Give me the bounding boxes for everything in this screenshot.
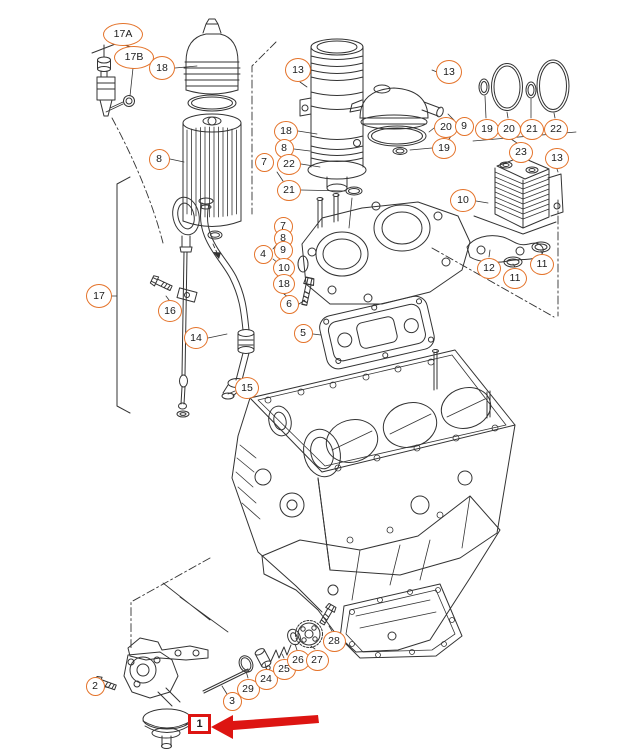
callout-17B[interactable]: 17B: [114, 45, 154, 69]
callout-26[interactable]: 26: [286, 649, 310, 671]
callout-23[interactable]: 23: [509, 141, 533, 163]
oil-filter-sketch: [182, 18, 242, 259]
callout-13[interactable]: 13: [436, 60, 462, 84]
callout-10[interactable]: 10: [450, 188, 476, 212]
callout-11[interactable]: 11: [530, 253, 554, 275]
gasket-sketch: [319, 295, 435, 370]
callout-12[interactable]: 12: [477, 257, 501, 279]
callout-18[interactable]: 18: [149, 56, 175, 80]
callout-19[interactable]: 19: [475, 118, 499, 140]
dome-housing-sketch: [349, 84, 444, 155]
dipstick-sketch: [116, 176, 200, 418]
oil-cooler-sketch: [466, 156, 564, 268]
engine-block-sketch: [231, 349, 516, 613]
callout-6[interactable]: 6: [279, 294, 299, 314]
filter-housing-sketch: [299, 38, 367, 229]
callout-27[interactable]: 27: [305, 649, 329, 671]
callout-19[interactable]: 19: [432, 137, 456, 159]
callout-22[interactable]: 22: [544, 118, 568, 140]
callout-17[interactable]: 17: [86, 284, 112, 308]
callout-3[interactable]: 3: [222, 691, 242, 711]
callout-2[interactable]: 2: [85, 676, 105, 696]
callout-21[interactable]: 21: [520, 118, 544, 140]
callout-13[interactable]: 13: [285, 58, 311, 82]
callout-28[interactable]: 28: [322, 630, 346, 652]
callout-9[interactable]: 9: [273, 240, 293, 260]
callout-20[interactable]: 20: [497, 118, 521, 140]
highlight-arrow[interactable]: [211, 715, 319, 739]
callout-11[interactable]: 11: [503, 267, 527, 289]
callout-17A[interactable]: 17A: [103, 22, 143, 46]
sprocket-sketch: [295, 620, 323, 648]
callout-18[interactable]: 18: [273, 274, 295, 294]
callout-8[interactable]: 8: [148, 148, 170, 170]
oil-pan-sketch: [261, 495, 501, 659]
callout-14[interactable]: 14: [184, 327, 208, 349]
callout-20[interactable]: 20: [434, 116, 458, 138]
highlighted-callout-1[interactable]: 1: [188, 714, 211, 734]
callout-9[interactable]: 9: [454, 116, 474, 136]
filter-bracket-sketch: [297, 193, 471, 307]
callout-18[interactable]: 18: [274, 120, 298, 142]
callout-22[interactable]: 22: [277, 153, 301, 175]
callout-24[interactable]: 24: [254, 668, 278, 690]
oring-row-sketch: [478, 59, 570, 113]
dipstick-tube-sketch: [149, 197, 255, 400]
callout-16[interactable]: 16: [158, 300, 182, 322]
callout-15[interactable]: 15: [235, 377, 259, 399]
callout-5[interactable]: 5: [293, 323, 313, 343]
callout-4[interactable]: 4: [253, 244, 273, 264]
zone-lines: [111, 41, 559, 651]
callout-13[interactable]: 13: [545, 147, 569, 169]
oil-pump-sketch: [93, 582, 338, 749]
callout-7[interactable]: 7: [254, 152, 274, 172]
callout-29[interactable]: 29: [236, 678, 260, 700]
callout-21[interactable]: 21: [277, 179, 301, 201]
